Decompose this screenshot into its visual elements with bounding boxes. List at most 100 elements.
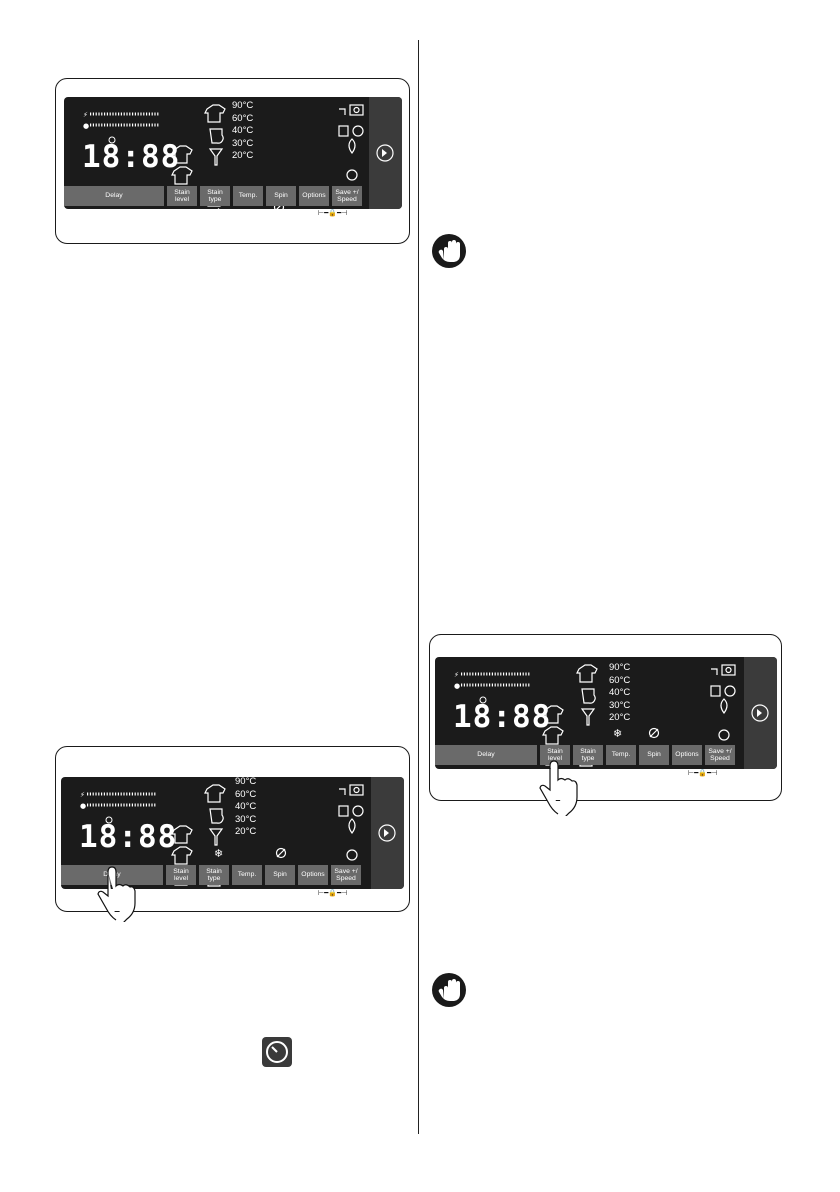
spin-button[interactable]: Spin [639, 745, 669, 765]
save-speed-button[interactable]: Save +/Speed [705, 745, 735, 765]
machine-icon [349, 784, 364, 796]
temp-20: 20°C [232, 150, 254, 161]
save-speed-button[interactable]: Save +/Speed [332, 186, 362, 206]
svg-text:⚡: ⚡ [83, 111, 88, 119]
play-pause-icon [376, 144, 394, 162]
speed-icon [718, 729, 730, 741]
no-spin-icon [275, 847, 287, 859]
temp-90: 90°C [232, 100, 254, 111]
shirt-icon [171, 846, 193, 865]
temperature-list: 90°C 60°C 40°C 30°C 20°C [609, 661, 630, 723]
pointing-finger-icon [97, 866, 136, 922]
leaf-icon [348, 138, 356, 155]
shirt-icon [171, 166, 193, 185]
lock-icon: ⊢━🔒━⊣ [688, 769, 718, 777]
temperature-list: 90°C 60°C 40°C 30°C 20°C [232, 99, 253, 161]
control-panel-figure-1: ⚡ ● ❄ [55, 78, 410, 244]
delay-button[interactable]: Delay [435, 745, 537, 765]
timer-clock-icon [108, 136, 116, 144]
timer-clock-icon [479, 696, 487, 704]
door-icon [338, 125, 349, 137]
glass-icon [580, 708, 596, 726]
temp-20: 20°C [235, 826, 257, 837]
tap-icon [339, 788, 346, 795]
temp-20: 20°C [609, 712, 631, 723]
door-icon [338, 805, 349, 817]
shirt-icon [576, 664, 598, 683]
machine-icon [349, 104, 364, 116]
cup-icon [581, 688, 596, 704]
hand-stop-icon [432, 234, 466, 268]
drum-icon [352, 805, 364, 817]
timer-clock-icon [105, 816, 113, 824]
control-panel-figure-3: ⚡ ● ❄ [429, 634, 782, 801]
tap-icon [339, 108, 346, 115]
options-button[interactable]: Options [298, 865, 328, 885]
temp-30: 30°C [609, 699, 631, 711]
save-speed-button[interactable]: Save +/Speed [331, 865, 361, 885]
shirt-icon [171, 145, 193, 164]
panel-graphics: ⚡ ● ❄ [83, 97, 402, 209]
delay-button[interactable]: Delay [64, 186, 164, 206]
level-bar-icon: ⚡ ● [80, 791, 156, 810]
glass-icon [208, 148, 224, 166]
no-spin-icon [648, 727, 660, 739]
control-panel: ⚡ ● ❄ [61, 777, 404, 889]
temperature-list: 90°C 60°C 40°C 30°C 20°C [235, 777, 256, 837]
speed-icon [346, 169, 358, 181]
snowflake-icon: ❄ [613, 727, 622, 740]
control-panel: ⚡ ● ❄ [435, 657, 777, 769]
shirt-icon [171, 825, 193, 844]
pointing-finger-icon [539, 760, 578, 816]
level-bar-icon: ⚡ ● [83, 111, 159, 130]
temp-button[interactable]: Temp. [232, 865, 262, 885]
hand-stop-icon [432, 973, 466, 1007]
machine-icon [721, 664, 736, 676]
panel-graphics: ⚡ ● ❄ [80, 777, 404, 889]
play-pause-icon [378, 824, 396, 842]
drum-icon [724, 685, 736, 697]
clock-icon [262, 1037, 292, 1067]
options-button[interactable]: Options [299, 186, 329, 206]
leaf-icon [720, 698, 728, 715]
temp-90: 90°C [609, 662, 631, 673]
svg-text:⚡: ⚡ [80, 791, 85, 799]
lock-icon: ⊢━🔒━⊣ [318, 889, 348, 897]
column-divider [418, 40, 419, 1134]
glass-icon [208, 828, 224, 846]
temp-button[interactable]: Temp. [233, 186, 263, 206]
tap-icon [711, 668, 718, 675]
svg-text:⚡: ⚡ [454, 671, 459, 679]
temp-40: 40°C [609, 687, 631, 698]
spin-button[interactable]: Spin [265, 865, 295, 885]
shirt-icon [542, 705, 564, 724]
spin-button[interactable]: Spin [266, 186, 296, 206]
svg-text:●: ● [83, 122, 89, 130]
drum-icon [352, 125, 364, 137]
temp-button[interactable]: Temp. [606, 745, 636, 765]
panel-graphics: ⚡ ● ❄ [454, 657, 777, 769]
leaf-icon [348, 818, 356, 835]
options-button[interactable]: Options [672, 745, 702, 765]
temp-40: 40°C [235, 801, 257, 812]
temp-90: 90°C [235, 777, 257, 787]
door-icon [710, 685, 721, 697]
temp-60: 60°C [232, 112, 254, 124]
svg-text:●: ● [80, 802, 86, 810]
temp-60: 60°C [609, 674, 631, 686]
time-display: 18:88 [82, 139, 181, 175]
shirt-icon [542, 726, 564, 745]
level-bar-icon: ⚡ ● [454, 671, 530, 690]
shirt-icon [204, 104, 226, 123]
time-display: 18:88 [453, 699, 552, 735]
speed-icon [346, 849, 358, 861]
snowflake-icon: ❄ [214, 847, 223, 860]
